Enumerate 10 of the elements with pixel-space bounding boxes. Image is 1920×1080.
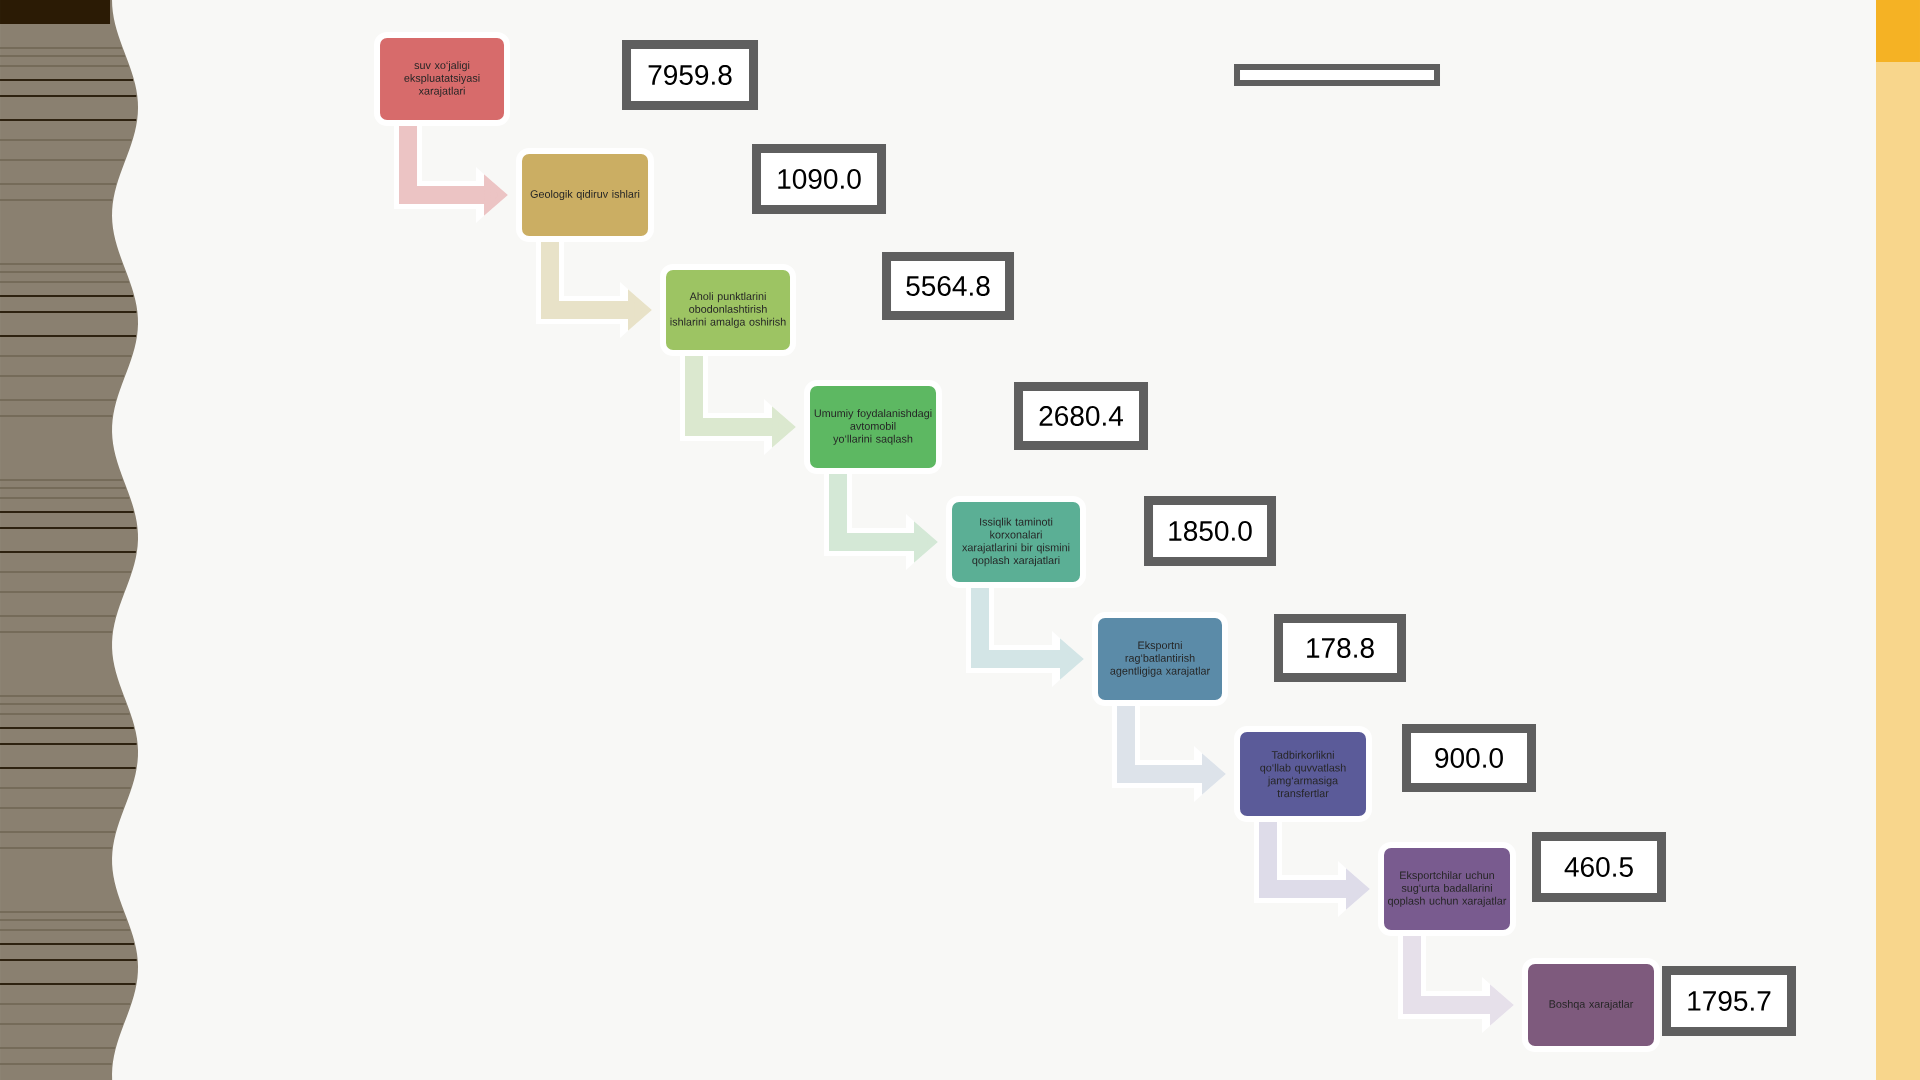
value-box: 1850.0 bbox=[1144, 496, 1276, 566]
value-box: 5564.8 bbox=[882, 252, 1014, 320]
empty-box bbox=[1234, 64, 1440, 86]
value-box: 1090.0 bbox=[752, 144, 886, 214]
value-box: 900.0 bbox=[1402, 724, 1536, 792]
value-box: 460.5 bbox=[1532, 832, 1666, 902]
value-box: 178.8 bbox=[1274, 614, 1406, 682]
value-box: 1795.7 bbox=[1662, 966, 1796, 1036]
value-box: 7959.8 bbox=[622, 40, 758, 110]
value-box: 2680.4 bbox=[1014, 382, 1148, 450]
